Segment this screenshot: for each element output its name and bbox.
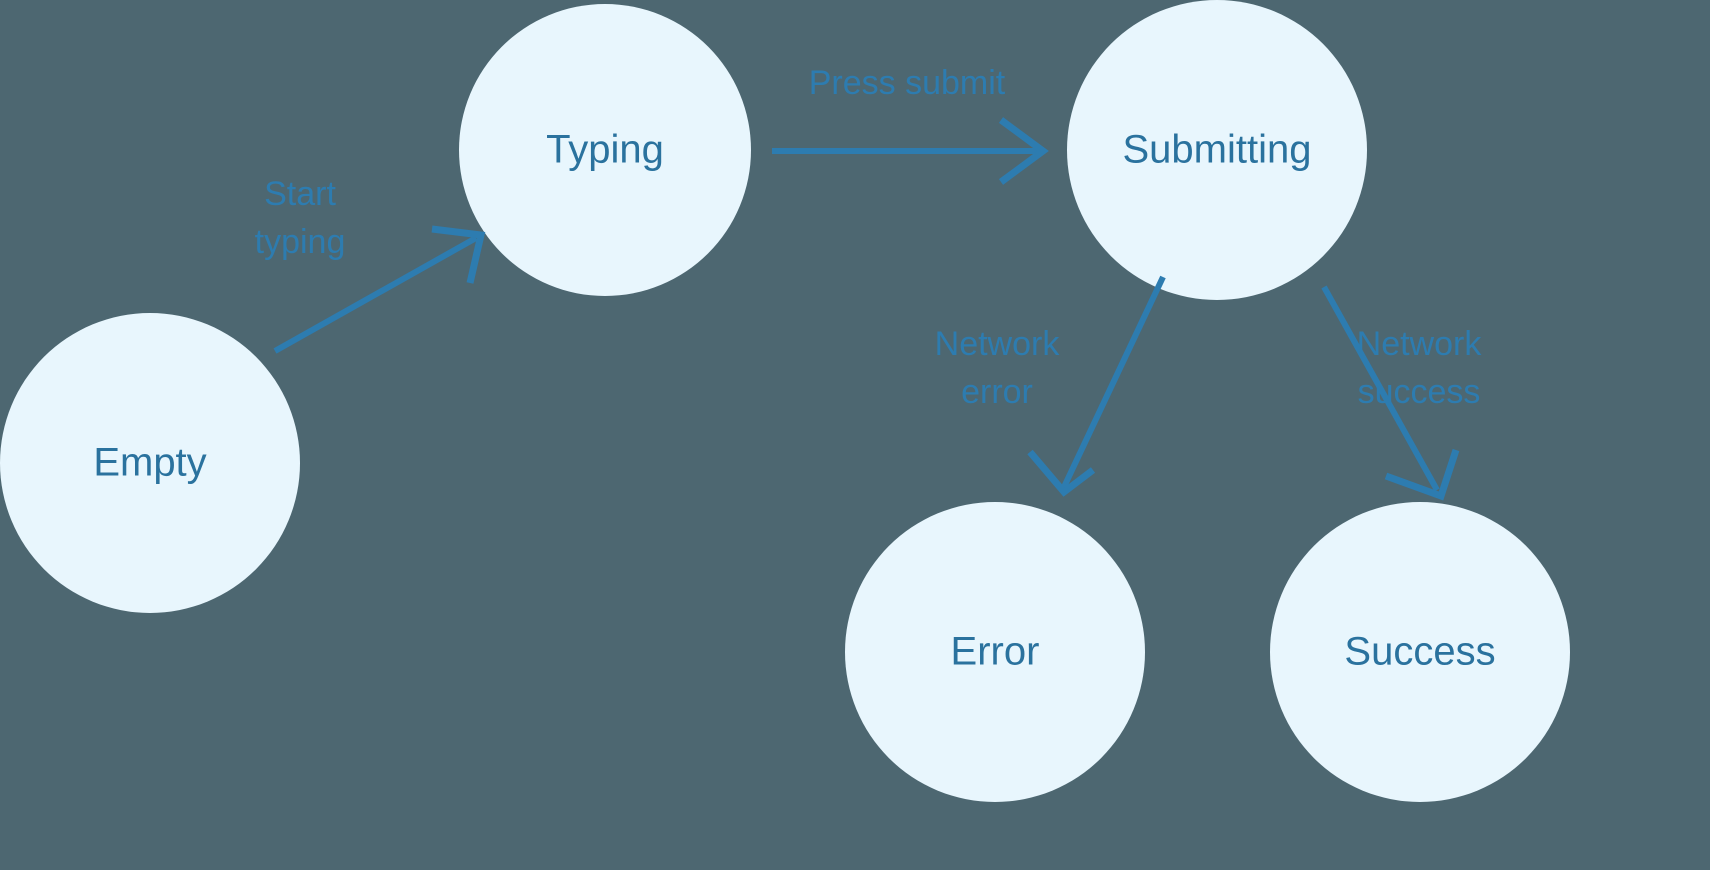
edge-submitting-to-success[interactable]: Network success xyxy=(1321,285,1483,501)
edge-empty-to-typing-label-line1: Start xyxy=(264,175,336,213)
edge-submitting-to-error[interactable]: Network error xyxy=(935,275,1166,497)
edge-typing-to-submitting-label: Press submit xyxy=(809,64,1006,102)
node-typing[interactable]: Typing xyxy=(459,4,751,296)
edge-submitting-to-success-line xyxy=(1321,285,1440,492)
node-typing-circle[interactable] xyxy=(459,4,751,296)
node-empty-circle[interactable] xyxy=(0,313,300,613)
edge-submitting-to-error-label-line2: error xyxy=(961,373,1033,411)
edge-submitting-to-success-label-line2: success xyxy=(1358,373,1481,411)
node-typing-label: Typing xyxy=(546,128,664,172)
edge-empty-to-typing-label-line2: typing xyxy=(255,223,346,261)
node-error-label: Error xyxy=(951,630,1040,674)
edge-submitting-to-error-arrowhead xyxy=(1027,449,1096,497)
node-error[interactable]: Error xyxy=(845,502,1145,802)
node-submitting-circle[interactable] xyxy=(1067,0,1367,300)
node-submitting[interactable]: Submitting xyxy=(1067,0,1367,300)
edge-empty-to-typing[interactable]: Start typing xyxy=(255,175,486,354)
edge-typing-to-submitting[interactable]: Press submit xyxy=(772,64,1049,185)
node-empty[interactable]: Empty xyxy=(0,313,300,613)
edge-submitting-to-error-line xyxy=(1061,275,1166,489)
node-success-circle[interactable] xyxy=(1270,502,1570,802)
node-success-label: Success xyxy=(1344,630,1495,674)
edge-typing-to-submitting-arrowhead xyxy=(998,117,1049,185)
node-success[interactable]: Success xyxy=(1270,502,1570,802)
node-empty-label: Empty xyxy=(93,441,206,485)
edge-empty-to-typing-line xyxy=(273,235,478,354)
edge-submitting-to-error-label-line1: Network xyxy=(935,325,1061,363)
edge-submitting-to-success-label-line1: Network xyxy=(1357,325,1483,363)
node-error-circle[interactable] xyxy=(845,502,1145,802)
node-submitting-label: Submitting xyxy=(1123,128,1312,172)
edge-submitting-to-success-arrowhead xyxy=(1384,448,1460,501)
edge-empty-to-typing-arrowhead xyxy=(431,225,486,284)
